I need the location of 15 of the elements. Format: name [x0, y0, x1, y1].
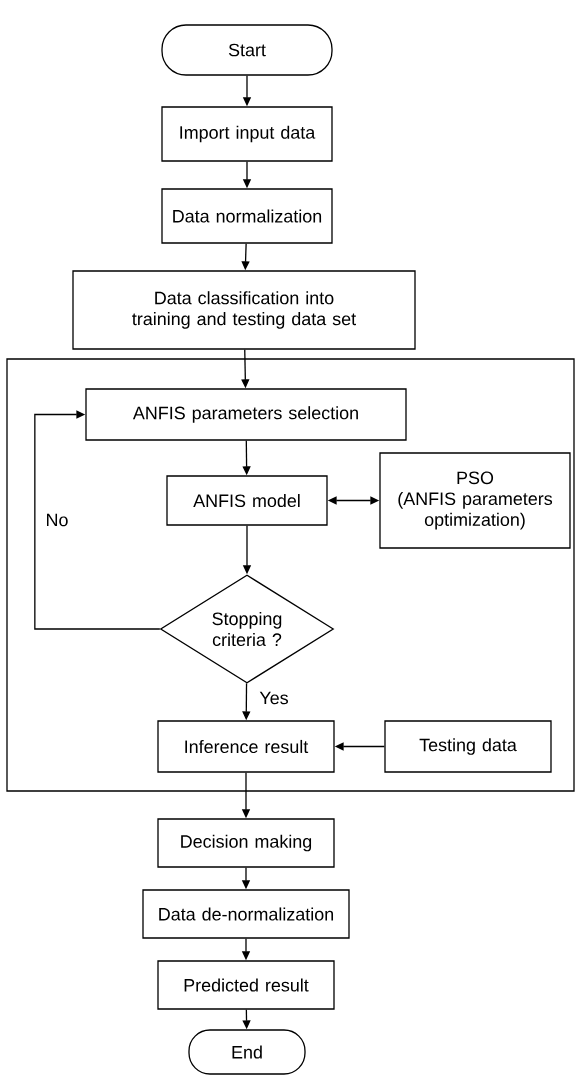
edge-label: Yes [258, 690, 290, 706]
process-box: Data normalization [161, 188, 333, 244]
process-box: PSO (ANFIS parameters optimization) [379, 452, 571, 549]
edge-label: No [44, 512, 70, 528]
process-box: Data classification into training and testing data set [72, 270, 416, 350]
arrow [34, 410, 161, 630]
process-box: Import input data [161, 106, 333, 162]
process-box: ANFIS model [166, 475, 328, 526]
process-box: Predicted result [157, 960, 335, 1010]
process-box: ANFIS parameters selection [85, 388, 407, 441]
process-box: Testing data [384, 720, 552, 773]
process-box: Data de-normalization [142, 889, 350, 939]
process-box: Inference result [157, 720, 335, 773]
process-box: Decision making [157, 818, 335, 868]
group-frame [6, 358, 575, 792]
